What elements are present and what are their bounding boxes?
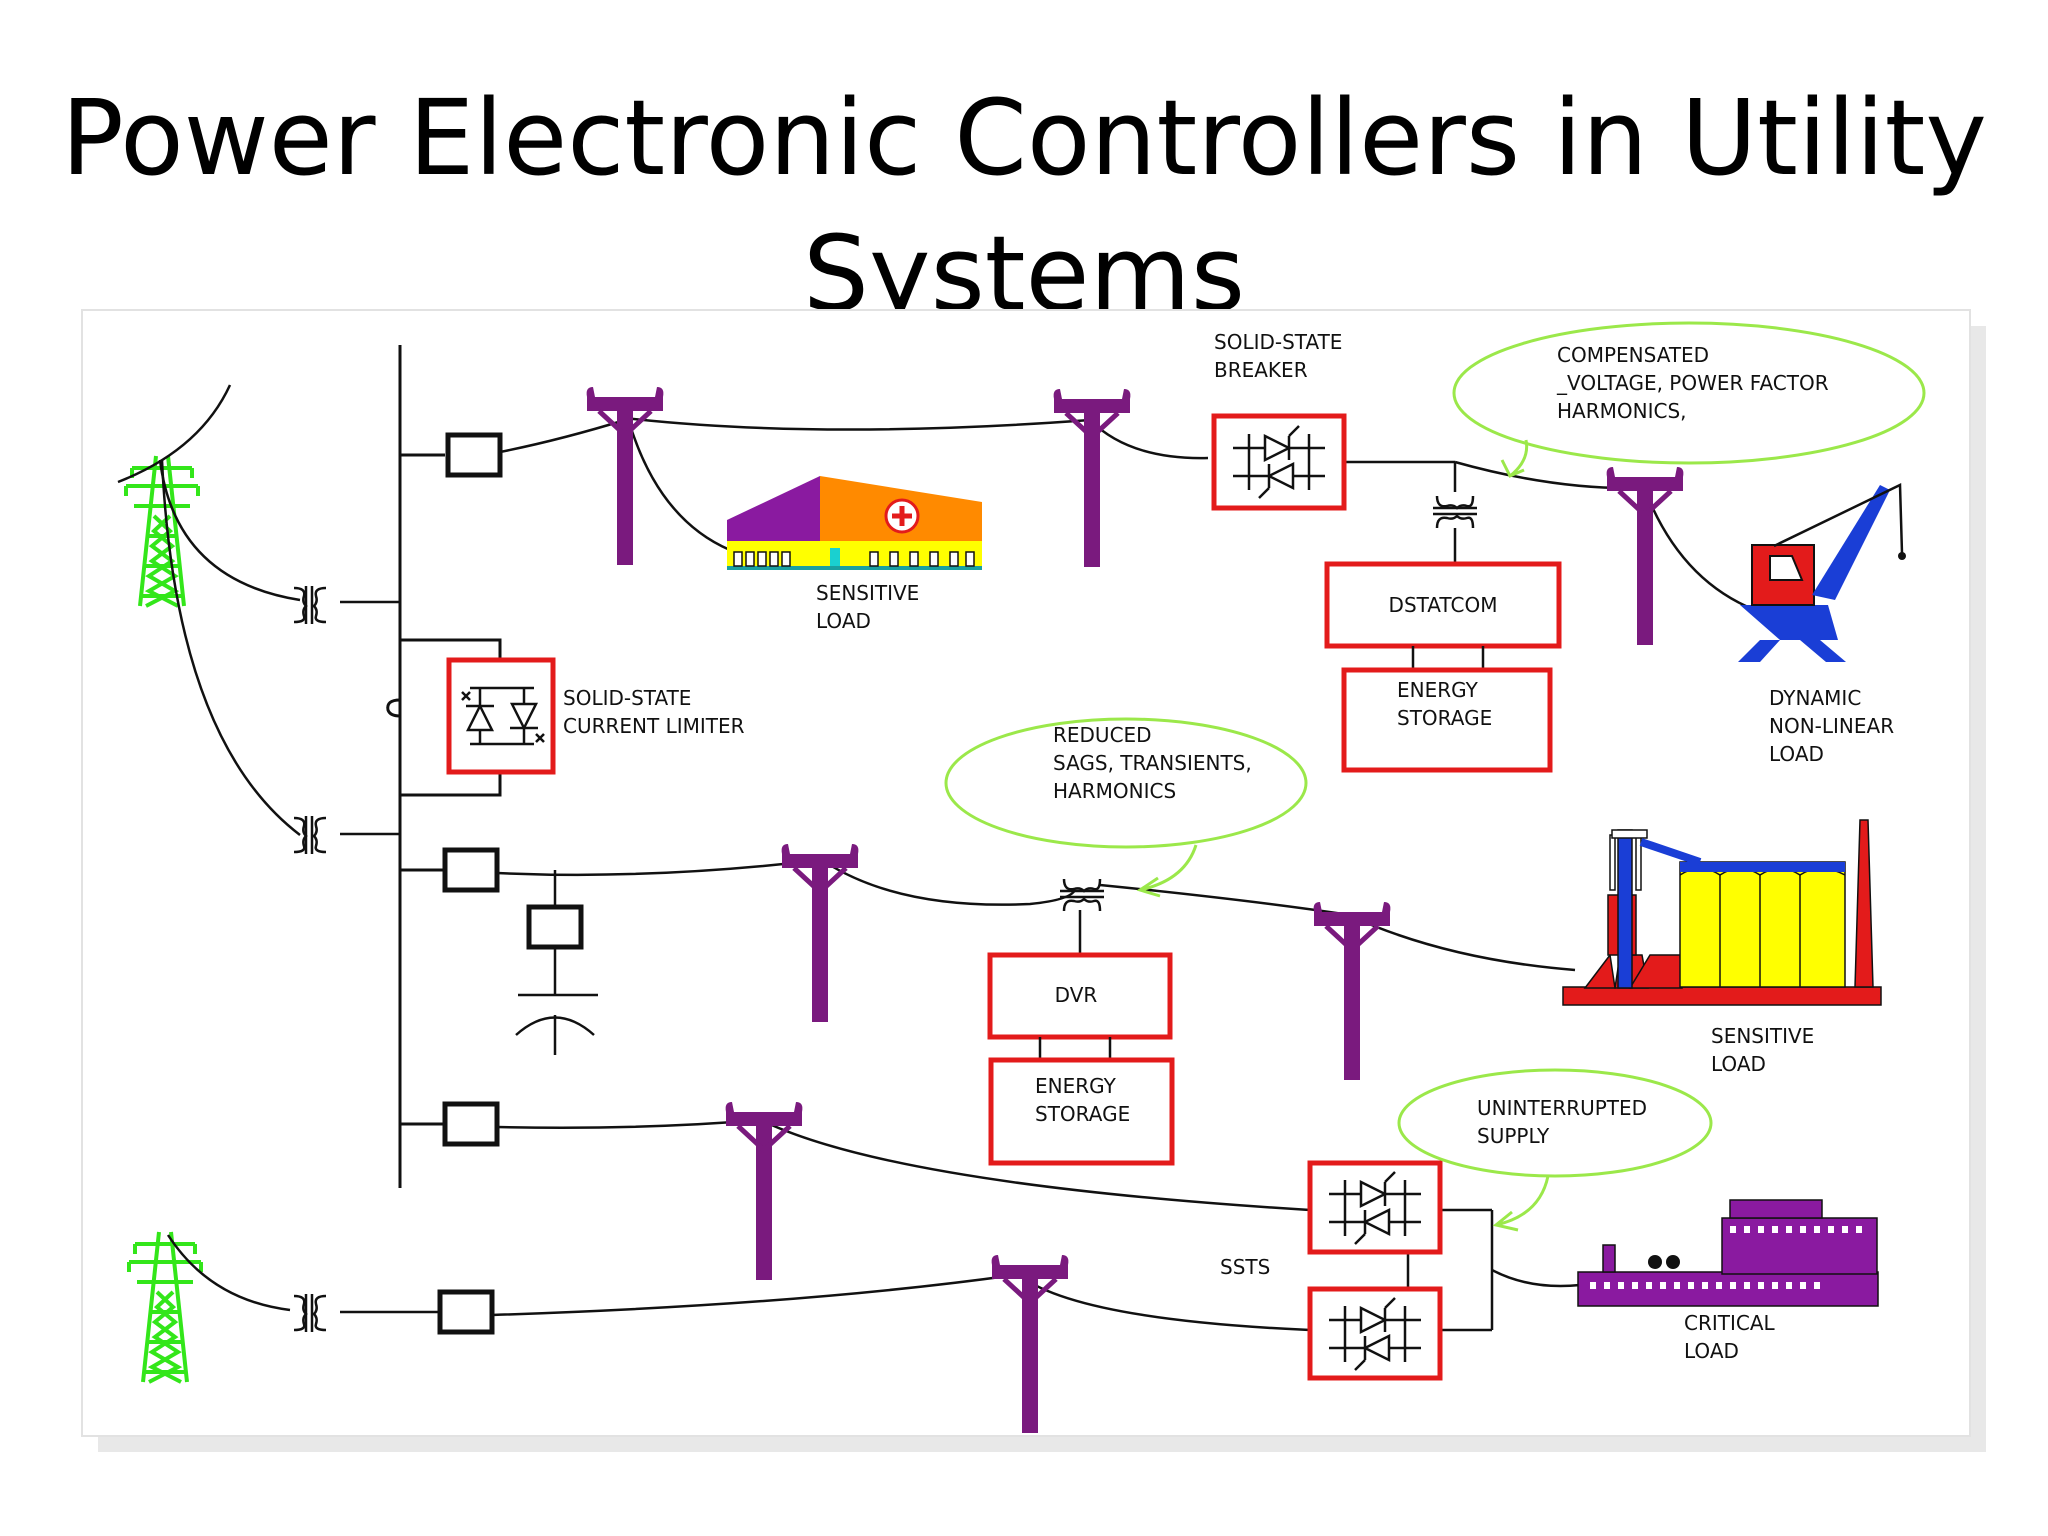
svg-text:SENSITIVE: SENSITIVE: [816, 581, 919, 605]
svg-text:UNINTERRUPTED: UNINTERRUPTED: [1477, 1096, 1647, 1120]
sensitive-load-1-label: SENSITIVE LOAD: [816, 581, 919, 633]
compensated-label: COMPENSATED _VOLTAGE, POWER FACTOR HARMO…: [1556, 343, 1829, 423]
dstatcom-box: DSTATCOM: [1324, 561, 1562, 649]
svg-text:LOAD: LOAD: [1711, 1052, 1766, 1076]
svg-text:BREAKER: BREAKER: [1214, 358, 1308, 382]
svg-text:LOAD: LOAD: [1769, 742, 1824, 766]
svg-text:STORAGE: STORAGE: [1035, 1102, 1130, 1126]
feeder-3-4-lines: [491, 1118, 1581, 1332]
page-title: Power Electronic Controllers in Utility …: [61, 77, 1987, 335]
critical-load-label: CRITICAL LOAD: [1684, 1311, 1776, 1363]
svg-text:_VOLTAGE, POWER FACTOR: _VOLTAGE, POWER FACTOR: [1556, 371, 1829, 395]
svg-text:DSTATCOM: DSTATCOM: [1389, 593, 1498, 617]
main-bus: [386, 345, 502, 1188]
reduced-label: REDUCED SAGS, TRANSIENTS, HARMONICS: [1053, 723, 1252, 803]
incoming-lines: [117, 384, 301, 1312]
svg-text:ENERGY: ENERGY: [1397, 678, 1479, 702]
svg-text:CURRENT LIMITER: CURRENT LIMITER: [563, 714, 745, 738]
svg-text:COMPENSATED: COMPENSATED: [1557, 343, 1709, 367]
svg-text:NON-LINEAR: NON-LINEAR: [1769, 714, 1894, 738]
svg-text:SENSITIVE: SENSITIVE: [1711, 1024, 1814, 1048]
breaker-feeder-1: [448, 435, 500, 475]
svg-text:CRITICAL: CRITICAL: [1684, 1311, 1776, 1335]
svg-text:LOAD: LOAD: [816, 609, 871, 633]
svg-text:LOAD: LOAD: [1684, 1339, 1739, 1363]
ssts-upper: [1307, 1160, 1443, 1255]
svg-text:DVR: DVR: [1055, 983, 1098, 1007]
critical-load-ship: [1577, 1199, 1879, 1307]
sensitive-load-2-label: SENSITIVE LOAD: [1711, 1024, 1814, 1076]
crane-load: [1738, 483, 1906, 662]
svg-text:REDUCED: REDUCED: [1053, 723, 1152, 747]
svg-text:SOLID-STATE: SOLID-STATE: [563, 686, 691, 710]
dynamic-load-label: DYNAMIC NON-LINEAR LOAD: [1769, 686, 1894, 766]
breaker-feeder-3: [445, 1104, 497, 1144]
dvr-box: DVR: [987, 952, 1173, 1040]
breaker-feeder-2: [445, 850, 497, 890]
uninterrupted-bubble: [1397, 1068, 1713, 1178]
energy-storage-2: ENERGY STORAGE: [988, 1057, 1175, 1166]
svg-text:SUPPLY: SUPPLY: [1477, 1124, 1550, 1148]
hospital-building: [727, 476, 982, 570]
solid-state-breaker-label: SOLID-STATE BREAKER: [1214, 330, 1342, 382]
svg-text:HARMONICS,: HARMONICS,: [1557, 399, 1687, 423]
breaker-feeder-4: [440, 1292, 492, 1332]
factory-load: [1562, 819, 1882, 1006]
shunt-capacitor: [515, 870, 598, 1055]
energy-storage-1: ENERGY STORAGE: [1341, 667, 1553, 773]
current-limiter-label: SOLID-STATE CURRENT LIMITER: [563, 686, 745, 738]
uninterrupted-label: UNINTERRUPTED SUPPLY: [1477, 1096, 1647, 1148]
solid-state-current-limiter: [446, 657, 556, 775]
svg-text:DYNAMIC: DYNAMIC: [1769, 686, 1861, 710]
ssts-lower: [1307, 1286, 1443, 1381]
compensated-bubble: [1452, 321, 1926, 465]
svg-text:SOLID-STATE: SOLID-STATE: [1214, 330, 1342, 354]
svg-text:ENERGY: ENERGY: [1035, 1074, 1117, 1098]
solid-state-breaker: [1211, 413, 1347, 511]
svg-text:HARMONICS: HARMONICS: [1053, 779, 1176, 803]
ssts-label: SSTS: [1220, 1255, 1270, 1279]
reduced-bubble: [944, 717, 1308, 849]
feeder-1-lines: [499, 416, 1756, 612]
svg-text:STORAGE: STORAGE: [1397, 706, 1492, 730]
capacitor-switch: [529, 907, 581, 947]
svg-text:SAGS, TRANSIENTS,: SAGS, TRANSIENTS,: [1053, 751, 1252, 775]
diagram-frame: [81, 309, 1971, 1437]
